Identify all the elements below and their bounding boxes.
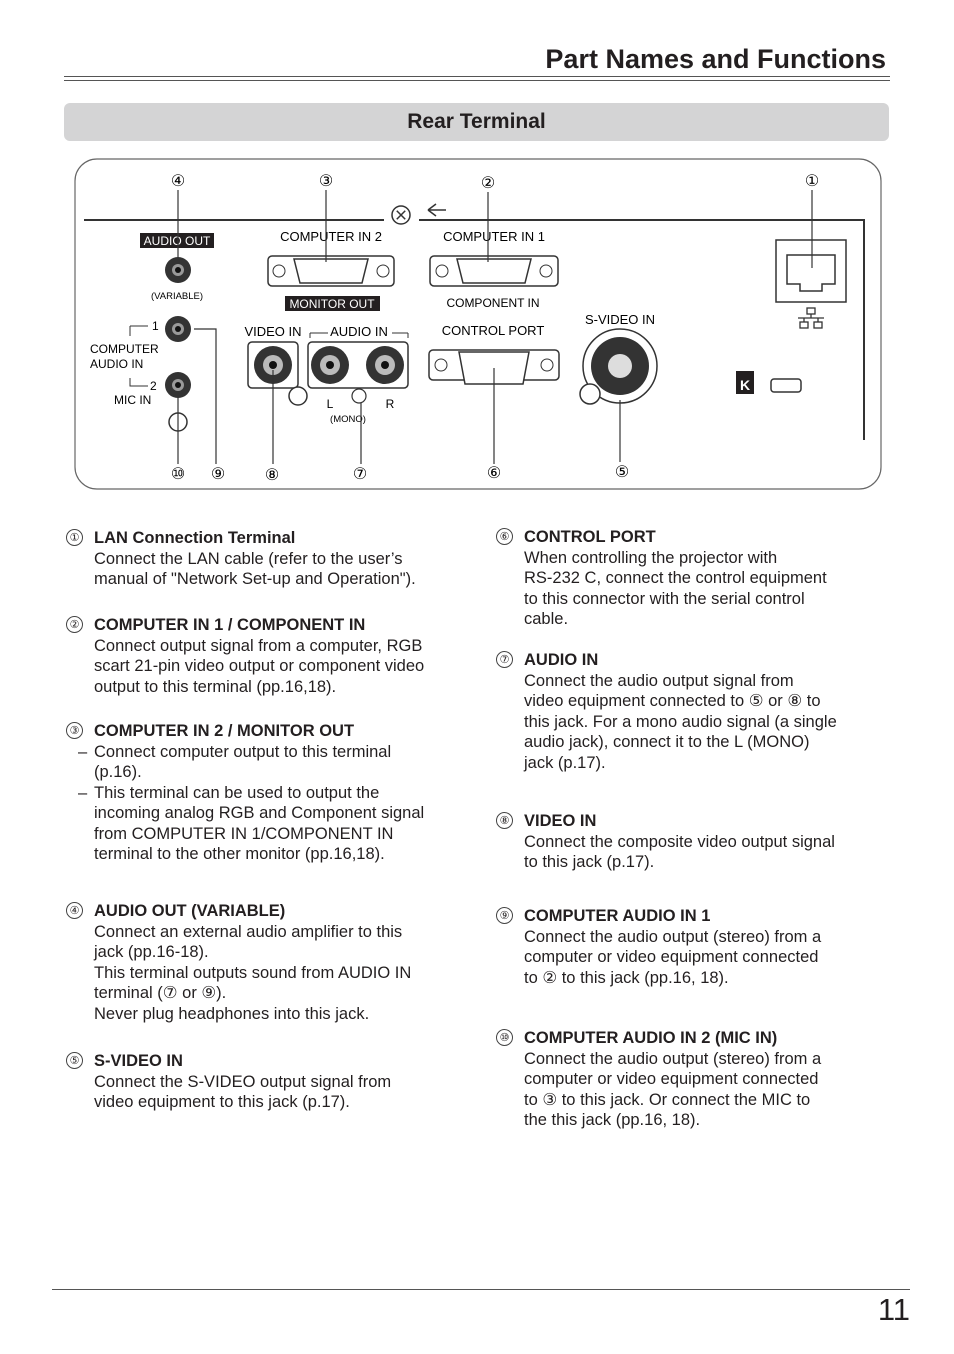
kensington-lock-icon: K <box>736 371 802 394</box>
lan-port <box>775 239 847 303</box>
callout-3: ③ <box>319 173 333 190</box>
entry-body: Connect the audio output signal from vid… <box>524 671 837 772</box>
entry-number: ④ <box>66 902 83 919</box>
entry-number: ⑥ <box>496 528 513 545</box>
entry-body: When controlling the projector with RS-2… <box>524 548 827 629</box>
header-rule <box>64 76 890 77</box>
section-title: Rear Terminal <box>407 110 546 133</box>
entry-body: Connect the composite video output signa… <box>524 832 835 872</box>
callout-7: ⑦ <box>353 466 367 483</box>
entry-title: LAN Connection Terminal <box>94 529 296 547</box>
entry-title: AUDIO OUT (VARIABLE) <box>94 902 286 920</box>
computer-in-1-connector <box>429 255 559 287</box>
callout-9: ⑨ <box>211 466 225 483</box>
entry-number: ⑩ <box>496 1029 513 1046</box>
entry-number: ⑧ <box>496 812 513 829</box>
entry-body: Connect an external audio amplifier to t… <box>94 922 412 1023</box>
callout-6: ⑥ <box>487 465 501 482</box>
label-monitor-out: MONITOR OUT <box>289 297 375 311</box>
entry-title: COMPUTER IN 1 / COMPONENT IN <box>94 616 366 634</box>
entry-title: CONTROL PORT <box>524 528 656 546</box>
entry-title: AUDIO IN <box>524 651 599 669</box>
entry-body: Connect the LAN cable (refer to the user… <box>94 549 416 589</box>
rear-terminal-diagram: AUDIO OUT (VARIABLE) COMPUTER IN 2 MONIT… <box>74 158 882 490</box>
entry-dash-2: This terminal can be used to output the … <box>94 783 425 864</box>
label-control-port: CONTROL PORT <box>442 323 545 338</box>
label-audio-out: AUDIO OUT <box>144 234 211 248</box>
label-r: R <box>386 397 395 411</box>
entry-computer-in-2: ③ COMPUTER IN 2 / MONITOR OUT –Connect c… <box>66 721 466 865</box>
entry-title: COMPUTER IN 2 / MONITOR OUT <box>94 722 355 740</box>
callout-8: ⑧ <box>265 467 279 484</box>
screw-icon <box>391 205 411 225</box>
entry-body: Connect output signal from a computer, R… <box>94 636 425 696</box>
entry-computer-audio-in-2: ⑩ COMPUTER AUDIO IN 2 (MIC IN) Connect t… <box>496 1028 896 1131</box>
label-computer-audio: COMPUTER <box>90 342 159 356</box>
entry-lan: ① LAN Connection Terminal Connect the LA… <box>66 528 466 590</box>
svg-text:K: K <box>740 377 750 393</box>
label-video-in: VIDEO IN <box>244 324 301 339</box>
entry-title: VIDEO IN <box>524 812 597 830</box>
label-computer-in-1: COMPUTER IN 1 <box>443 229 545 244</box>
entry-audio-out: ④ AUDIO OUT (VARIABLE) Connect an extern… <box>66 901 466 1024</box>
entry-control-port: ⑥ CONTROL PORT When controlling the proj… <box>496 527 896 630</box>
entry-number: ⑨ <box>496 907 513 924</box>
entry-title: COMPUTER AUDIO IN 1 <box>524 907 711 925</box>
entry-title: S-VIDEO IN <box>94 1052 183 1070</box>
callout-1: ① <box>805 173 819 190</box>
footer-rule <box>52 1289 910 1290</box>
label-audio-in: AUDIO IN <box>330 324 388 339</box>
label-computer-in-2: COMPUTER IN 2 <box>280 229 382 244</box>
label-one: 1 <box>152 319 159 333</box>
label-variable: (VARIABLE) <box>151 291 203 302</box>
callout-10: ⑩ <box>171 466 185 483</box>
label-svideo-in: S-VIDEO IN <box>585 312 655 327</box>
label-mono: (MONO) <box>330 414 366 425</box>
label-l: L <box>327 397 334 411</box>
header-rule-2 <box>64 80 890 81</box>
label-two: 2 <box>150 379 157 393</box>
entry-number: ⑦ <box>496 651 513 668</box>
page-number: 11 <box>877 1292 910 1327</box>
entry-number: ① <box>66 529 83 546</box>
entry-dash-1: Connect computer output to this terminal… <box>94 742 392 782</box>
page-header-title: Part Names and Functions <box>545 44 886 74</box>
entry-computer-in-1: ② COMPUTER IN 1 / COMPONENT IN Connect o… <box>66 615 466 697</box>
entry-number: ⑤ <box>66 1052 83 1069</box>
computer-in-2-connector <box>267 255 395 287</box>
network-icon <box>798 307 824 329</box>
section-band: Rear Terminal <box>64 103 889 141</box>
entry-number: ③ <box>66 722 83 739</box>
entry-body: Connect the audio output (stereo) from a… <box>524 927 822 987</box>
label-mic-in: MIC IN <box>114 393 151 407</box>
entry-number: ② <box>66 616 83 633</box>
callout-5: ⑤ <box>615 464 629 481</box>
entry-body: Connect the S-VIDEO output signal from v… <box>94 1072 392 1112</box>
callout-4: ④ <box>171 173 185 190</box>
callout-2: ② <box>481 175 495 192</box>
entry-video-in: ⑧ VIDEO IN Connect the composite video o… <box>496 811 896 873</box>
audio-in-jacks <box>307 341 409 389</box>
entry-title: COMPUTER AUDIO IN 2 (MIC IN) <box>524 1029 778 1047</box>
svideo-in-jack <box>582 328 658 404</box>
entry-computer-audio-in-1: ⑨ COMPUTER AUDIO IN 1 Connect the audio … <box>496 906 896 988</box>
entry-svideo-in: ⑤ S-VIDEO IN Connect the S-VIDEO output … <box>66 1051 466 1113</box>
entry-body: Connect the audio output (stereo) from a… <box>524 1049 822 1130</box>
label-component-in: COMPONENT IN <box>446 296 539 310</box>
label-audio-in-sub: AUDIO IN <box>90 357 143 371</box>
entry-audio-in: ⑦ AUDIO IN Connect the audio output sign… <box>496 650 896 773</box>
